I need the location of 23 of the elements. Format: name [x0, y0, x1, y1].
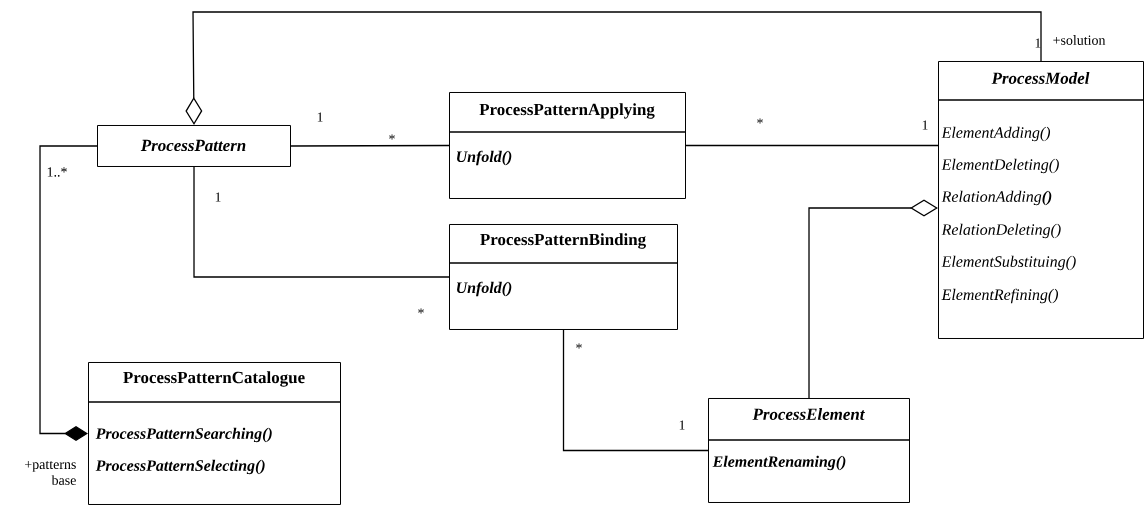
composition-line [39, 145, 98, 441]
multiplicity-label: 1 [215, 192, 221, 202]
multiplicity-label: 1 [317, 112, 323, 122]
class-box: ProcessElement ElementRenaming() [707, 398, 910, 503]
class-box: ProcessModel ElementAdding() ElementDeleting() RelationAdding() RelationDeleting() ElementSubstituing() ElementRefining() [937, 61, 1144, 339]
role-label: +solution [1053, 35, 1106, 45]
multiplicity-label: * [389, 134, 395, 140]
association-line [685, 144, 939, 147]
multiplicity-label: 1..* [47, 167, 67, 177]
aggregation-line [185, 11, 1042, 125]
multiplicity-label: 1 [679, 420, 685, 430]
aggregation-line [808, 199, 938, 399]
multiplicity-label: * [576, 343, 582, 349]
association-line [193, 166, 450, 278]
association-line [290, 144, 450, 147]
multiplicity-label: * [418, 308, 424, 314]
class-box: ProcessPatternApplying Unfold() [448, 92, 686, 199]
multiplicity-label: * [757, 118, 763, 124]
class-box: ProcessPatternBinding Unfold() [448, 224, 678, 330]
class-box: ProcessPattern [97, 125, 291, 167]
association-line [562, 329, 709, 452]
class-box: ProcessPatternCatalogue ProcessPatternSearching() ProcessPatternSelecting() [87, 362, 341, 505]
multiplicity-label: 1 [1035, 38, 1041, 48]
